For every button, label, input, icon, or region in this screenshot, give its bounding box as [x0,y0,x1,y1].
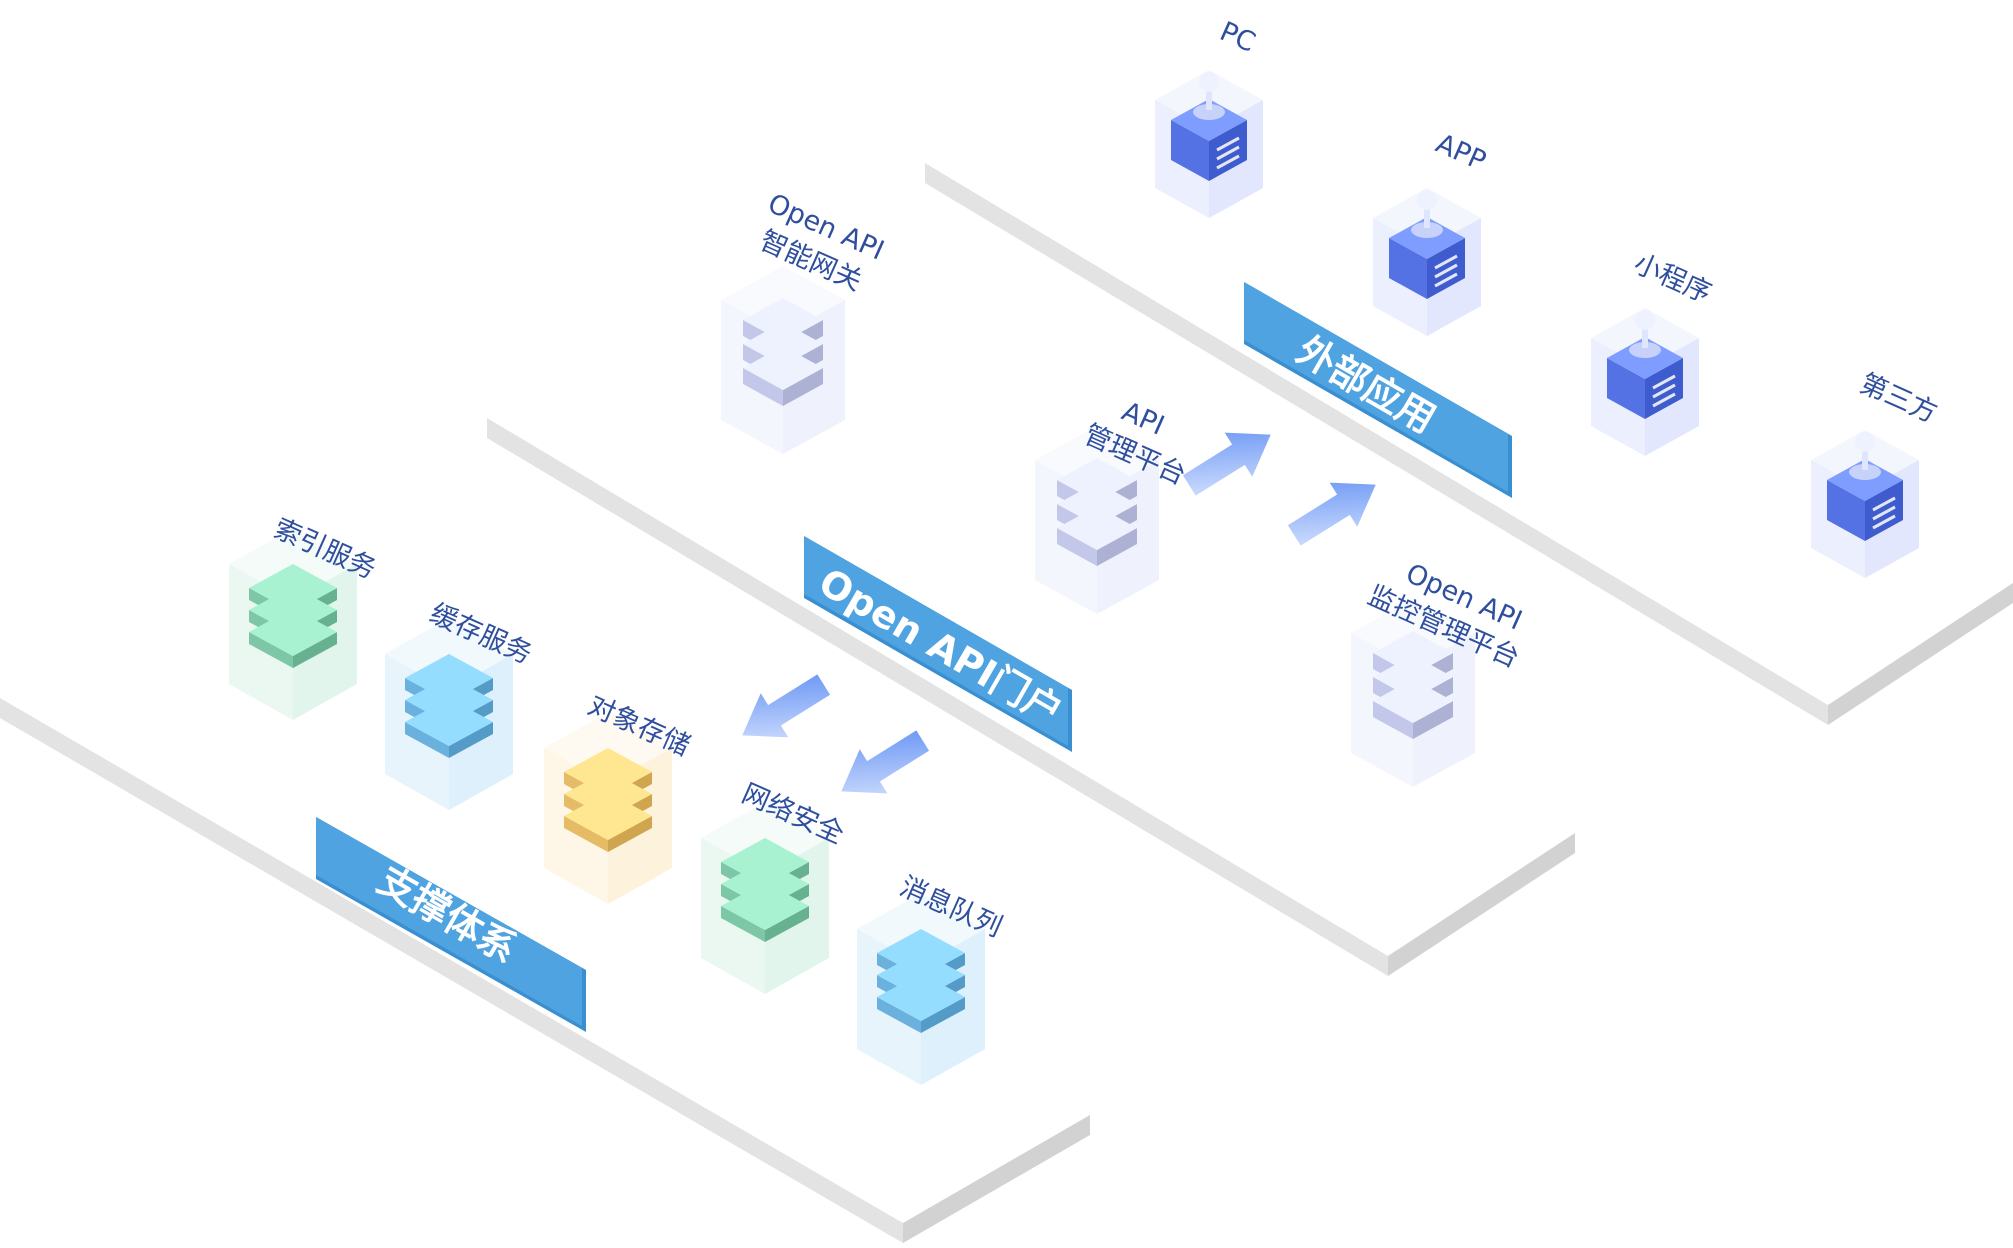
app-device-icon [1591,308,1699,456]
service-stack-icon [544,712,672,904]
platform-portal [487,418,1575,976]
app-device-icon [1373,188,1481,336]
external-apps [1155,70,1919,578]
app-label-app: APP [1431,128,1490,177]
service-layer [721,882,809,942]
app-label-pc: PC [1215,16,1260,59]
app-label-thirdparty: 第三方 [1855,368,1942,429]
service-layer [405,698,493,758]
app-label-miniprogram: 小程序 [1629,248,1716,309]
arrow-up-2 [1287,482,1376,546]
server-node-icon [1035,426,1159,614]
arrow-down-1 [742,674,831,738]
service-stack-icon [701,802,829,994]
server-slab [1057,506,1137,566]
support-services [229,528,985,1085]
portal-nodes [721,266,1475,787]
service-layer [877,973,965,1033]
service-layer [564,792,652,852]
platform-support [0,698,1090,1243]
service-stack-icon [857,893,985,1085]
app-device-icon [1155,70,1263,218]
server-slab [743,346,823,406]
server-slab [1373,679,1453,739]
app-device-icon [1811,430,1919,578]
service-layer [249,608,337,668]
service-stack-icon [385,618,513,810]
platform-external [925,163,2013,725]
arrow-down-2 [841,730,930,794]
server-node-icon [721,266,845,454]
server-node-icon [1351,599,1475,787]
service-stack-icon [229,528,357,720]
arrow-up-1 [1182,432,1271,496]
